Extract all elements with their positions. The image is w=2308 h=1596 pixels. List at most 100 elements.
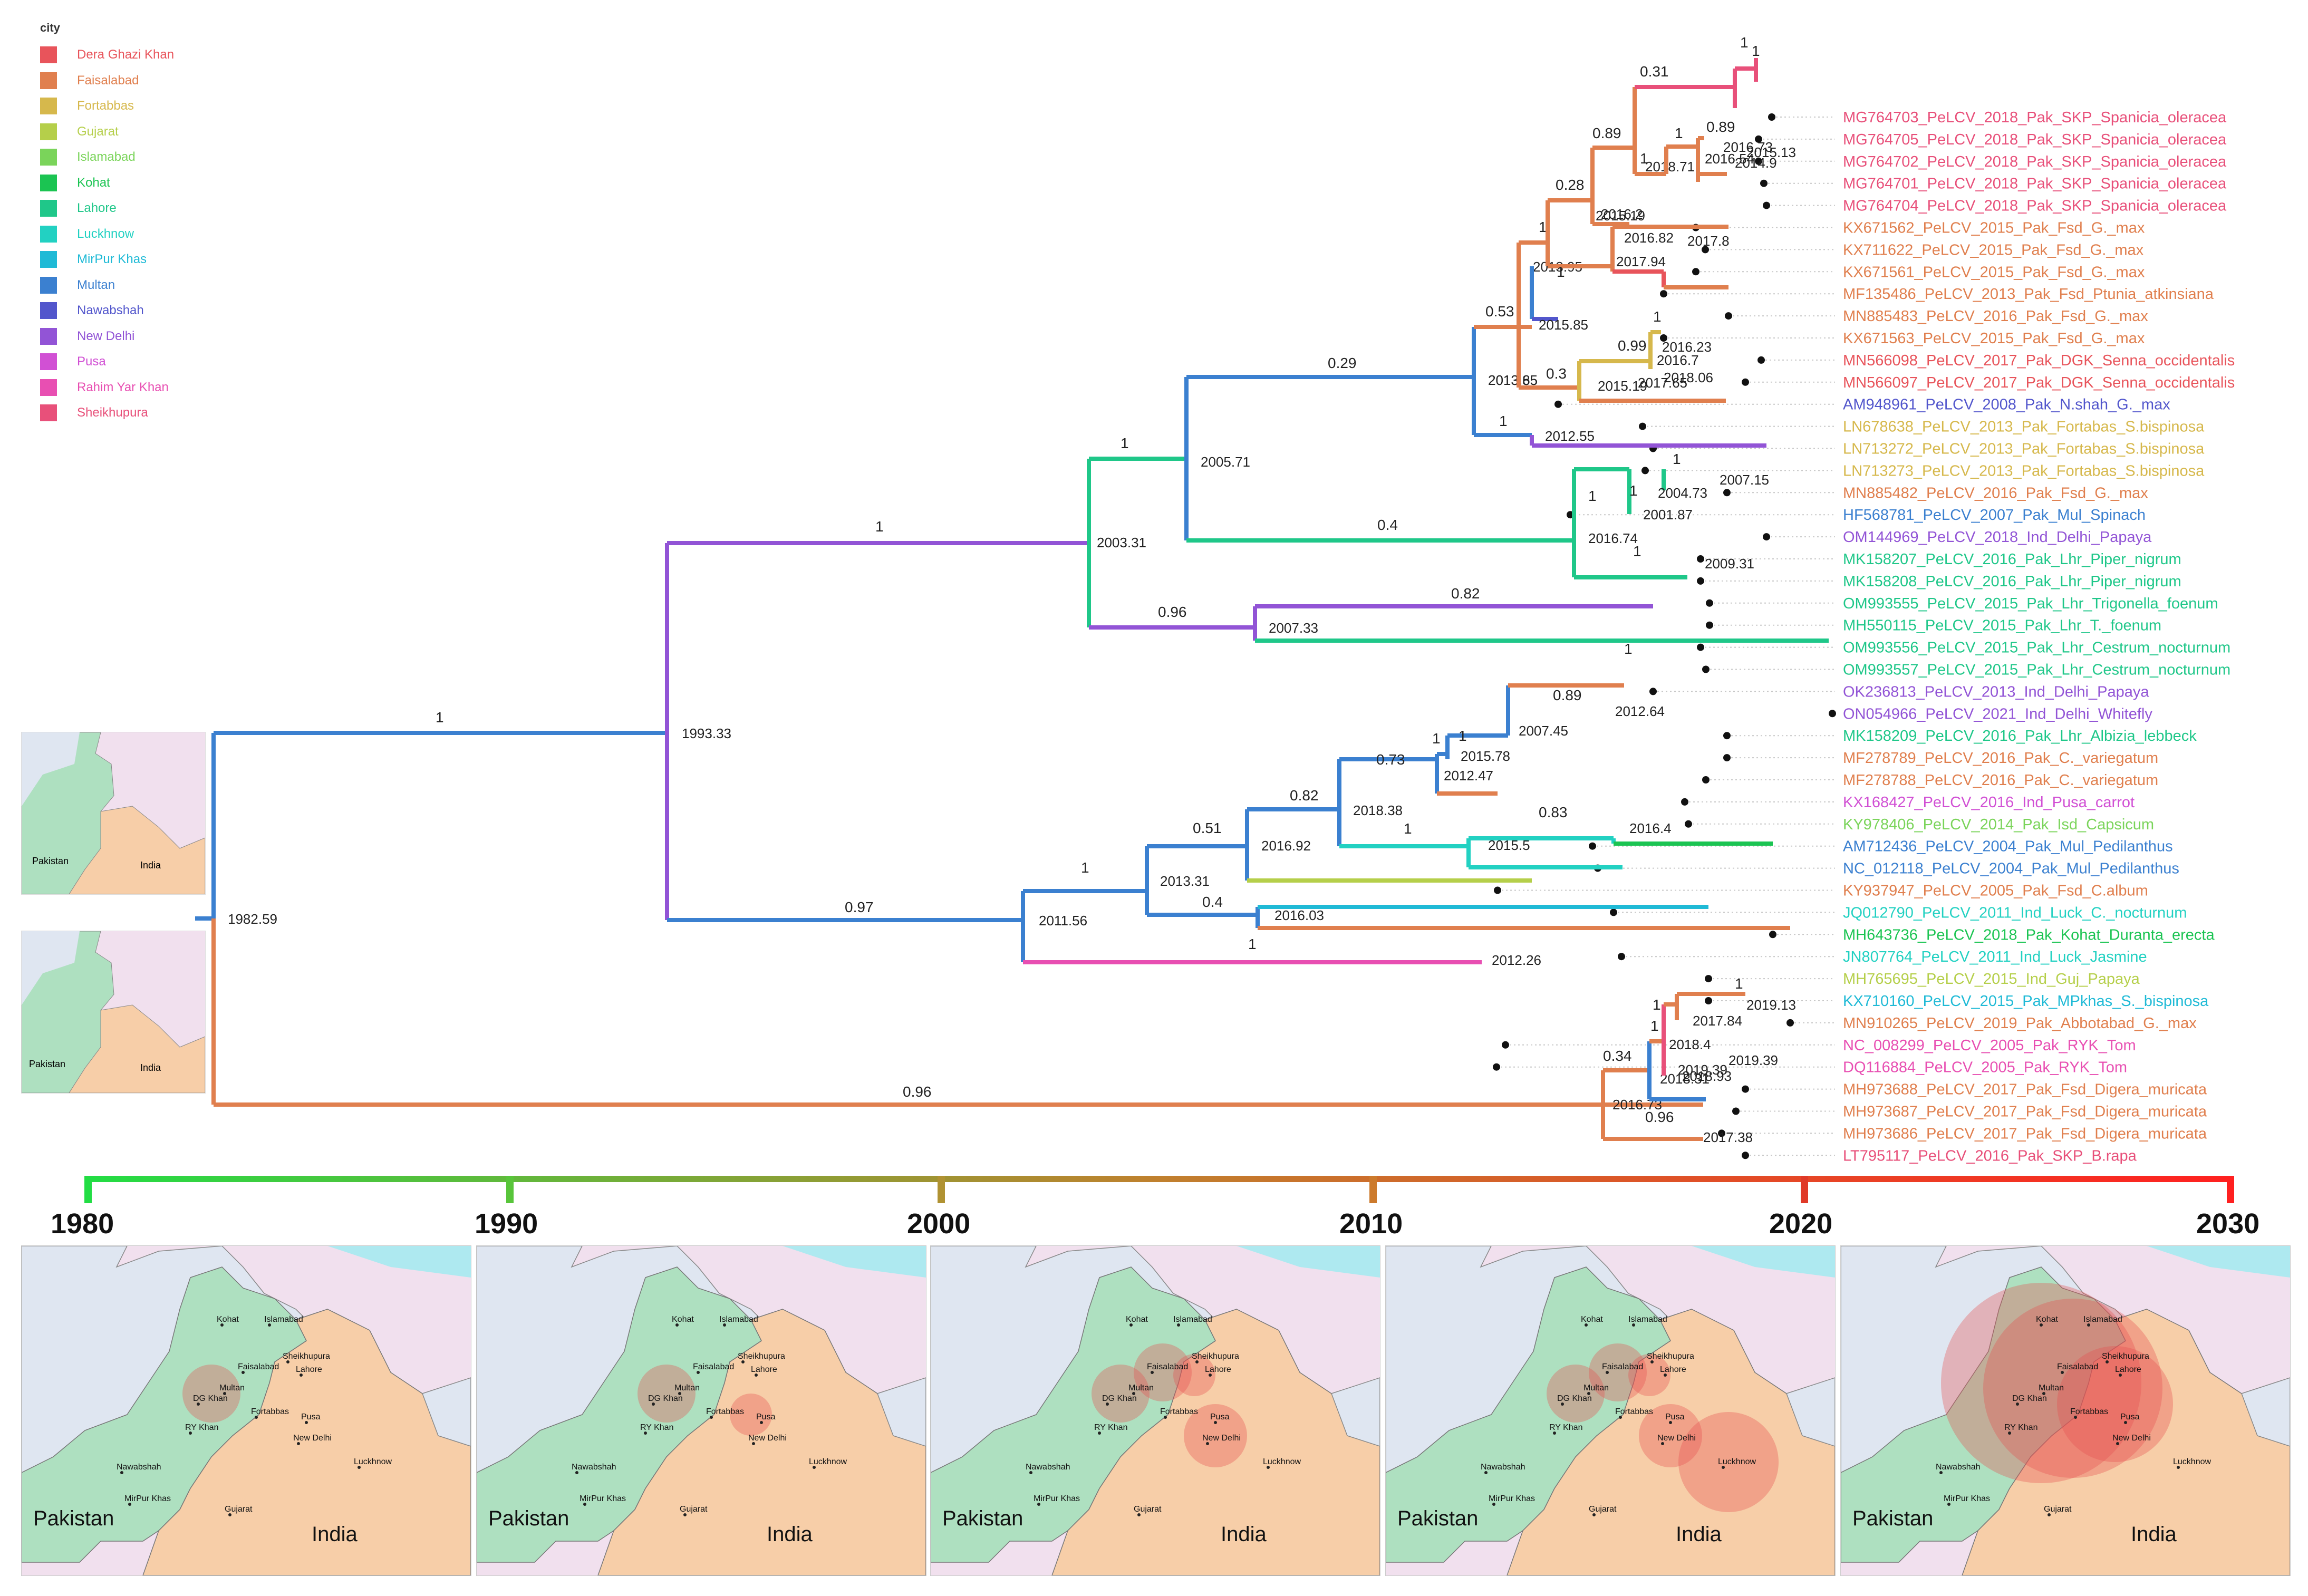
city-dot	[1484, 1471, 1488, 1474]
support-value-label: 1	[1752, 43, 1760, 59]
city-dot	[2074, 1416, 2077, 1419]
tip-point	[1589, 842, 1596, 850]
tip-label: MK158209_PeLCV_2016_Pak_Lhr_Albizia_lebb…	[1843, 728, 2197, 744]
city-label: Gujarat	[2044, 1505, 2072, 1514]
city-dot	[678, 1392, 681, 1395]
city-label: Nawabshah	[1936, 1463, 1981, 1472]
city-label: Sheikhupura	[1647, 1352, 1694, 1361]
city-dot	[2048, 1513, 2051, 1516]
tip-label: KY978406_PeLCV_2014_Pak_Isd_Capsicum	[1843, 816, 2154, 833]
tip-label: ON054966_PeLCV_2021_Ind_Delhi_Whitefly	[1843, 705, 2152, 722]
city-label: Pusa	[756, 1413, 776, 1421]
city-dot	[1214, 1421, 1217, 1424]
spread-bubble	[730, 1394, 772, 1436]
city-dot	[128, 1503, 131, 1506]
tip-label: KY937947_PeLCV_2005_Pak_Fsd_C.album	[1843, 883, 2148, 899]
node-date-label: 2015.19	[1596, 208, 1645, 224]
city-label: Multan	[2039, 1384, 2064, 1392]
tip-point	[1649, 688, 1657, 695]
tip-point	[1829, 710, 1836, 718]
city-label: Multan	[219, 1384, 245, 1392]
city-label: Kohat	[1126, 1315, 1148, 1324]
city-label: Luckhnow	[809, 1457, 847, 1466]
support-value-label: 0.89	[1706, 119, 1735, 135]
city-label: Faisalabad	[1602, 1362, 1643, 1371]
node-date-label: 2017.65	[1638, 375, 1687, 391]
node-date-label: 2016.82	[1624, 230, 1674, 246]
legend-label: Rahim Yar Khan	[77, 380, 169, 394]
tip-label: KX671562_PeLCV_2015_Pak_Fsd_G._max	[1843, 220, 2145, 237]
support-value-label: 0.96	[1158, 604, 1187, 620]
support-value-label: 0.89	[1553, 687, 1582, 703]
support-value-label: 0.53	[1485, 303, 1514, 320]
node-date-label: 2013.31	[1160, 873, 1210, 889]
support-value-label: 0.97	[845, 899, 874, 915]
support-value-label: 1	[1459, 728, 1467, 744]
support-value-label: 1	[1640, 150, 1648, 167]
tip-label: KX168427_PeLCV_2016_Ind_Pusa_carrot	[1843, 794, 2135, 811]
city-label: MirPur Khas	[124, 1494, 171, 1503]
node-date-label: 2015.19	[1598, 378, 1647, 394]
inset-map-bottom: Pakistan India	[21, 931, 206, 1094]
region-north	[327, 1246, 471, 1278]
timeline-tick-2030	[2227, 1176, 2234, 1203]
phylogenetic-tree: MG764703_PeLCV_2018_Pak_SKP_Spanicia_ole…	[195, 34, 2235, 1171]
region-india	[597, 1309, 926, 1575]
city-dot	[1037, 1503, 1040, 1506]
support-value-label: 0.3	[1546, 365, 1567, 382]
legend-item: Luckhnow	[40, 221, 174, 247]
city-dot	[1650, 1360, 1654, 1363]
tip-point	[1494, 886, 1501, 894]
legend-item: Lahore	[40, 196, 174, 221]
node-date-label: 2007.33	[1269, 620, 1318, 636]
country-label-india: India	[1676, 1523, 1722, 1546]
support-value-label: 1	[1121, 435, 1129, 451]
tip-point	[1618, 953, 1625, 961]
timeline-tick-2010	[1369, 1176, 1377, 1203]
legend-item: Rahim Yar Khan	[40, 375, 174, 401]
tip-point	[1760, 179, 1768, 187]
city-dot	[305, 1421, 308, 1424]
node-date-label: 2014.9	[1735, 155, 1777, 171]
city-dot	[2008, 1431, 2011, 1435]
timeline-label-2000: 2000	[907, 1208, 971, 1240]
tip-point	[1742, 378, 1749, 386]
node-date-label: 2017.84	[1693, 1013, 1742, 1029]
spread-bubble	[1628, 1354, 1670, 1396]
city-dot	[1619, 1416, 1622, 1419]
city-dot	[286, 1360, 289, 1363]
support-value-label: 1	[1081, 859, 1089, 876]
tip-label: OM993555_PeLCV_2015_Pak_Lhr_Trigonella_f…	[1843, 595, 2218, 612]
tip-point	[1732, 1107, 1740, 1115]
spread-bubble	[1639, 1404, 1702, 1467]
tip-label: JN807764_PeLCV_2011_Ind_Luck_Jasmine	[1843, 949, 2147, 965]
city-dot	[2106, 1360, 2109, 1363]
legend-swatch	[40, 72, 57, 89]
legend-swatch	[40, 98, 57, 115]
tip-label: DQ116884_PeLCV_2005_Pak_RYK_Tom	[1843, 1059, 2127, 1076]
tip-point	[1554, 400, 1562, 408]
timeline-tick-1990	[506, 1176, 514, 1203]
city-label: Pusa	[2120, 1413, 2140, 1421]
country-label-pakistan: Pakistan	[1852, 1507, 1933, 1530]
city-dot	[583, 1503, 586, 1506]
tip-label: MG764703_PeLCV_2018_Pak_SKP_Spanicia_ole…	[1843, 109, 2227, 126]
city-dot	[1592, 1513, 1596, 1516]
city-dot	[813, 1466, 816, 1469]
support-value-label: 1	[1673, 451, 1681, 467]
tip-point	[1742, 1152, 1749, 1159]
timeline-tick-1980	[84, 1176, 92, 1203]
city-dot	[358, 1466, 361, 1469]
tip-label: HF568781_PeLCV_2007_Pak_Mul_Spinach	[1843, 507, 2146, 524]
city-dot	[2124, 1421, 2127, 1424]
city-label: Gujarat	[680, 1505, 708, 1514]
country-label-india: India	[1221, 1523, 1267, 1546]
legend-item: Faisalabad	[40, 68, 174, 94]
legend-item: MirPur Khas	[40, 247, 174, 273]
